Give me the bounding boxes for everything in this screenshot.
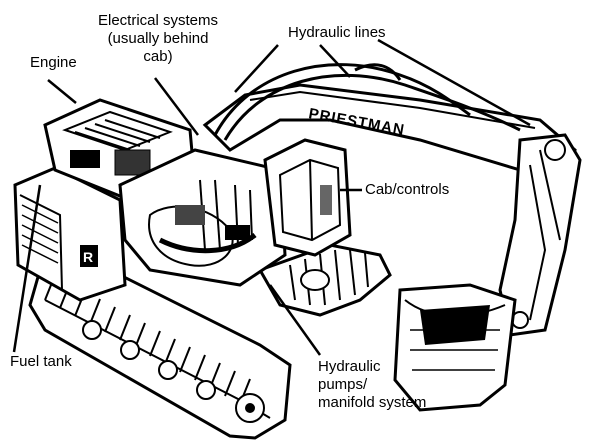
counterweight-body: R (13, 166, 127, 302)
left-crawler-track (28, 248, 292, 440)
bucket (393, 283, 517, 412)
right-crawler-track (257, 243, 392, 317)
svg-text:R: R (83, 249, 93, 265)
label-electrical-systems: Electrical systems (usually behind cab) (98, 12, 219, 65)
operator-cab (263, 138, 352, 257)
leader-hydraulic-lines-3 (377, 38, 531, 127)
label-hydraulic-lines: Hydraulic lines (288, 24, 386, 41)
leader-hydraulic-lines-1 (234, 44, 279, 93)
leader-engine (47, 79, 77, 104)
label-fuel-tank: Fuel tank (10, 353, 72, 370)
label-engine: Engine (30, 54, 77, 71)
stick-arm (498, 133, 582, 337)
label-hydraulic-pumps: Hydraulic pumps/ manifold system (318, 358, 427, 411)
label-cab-controls: Cab/controls (365, 181, 450, 198)
leader-hydraulic-lines-2 (319, 44, 351, 78)
hydraulic-hoses (213, 63, 521, 141)
leader-lines (12, 38, 531, 356)
leader-electrical (154, 77, 199, 136)
leader-fuel-tank (12, 184, 42, 353)
upper-structure (118, 148, 287, 287)
leader-hydraulic-pumps (268, 284, 322, 356)
